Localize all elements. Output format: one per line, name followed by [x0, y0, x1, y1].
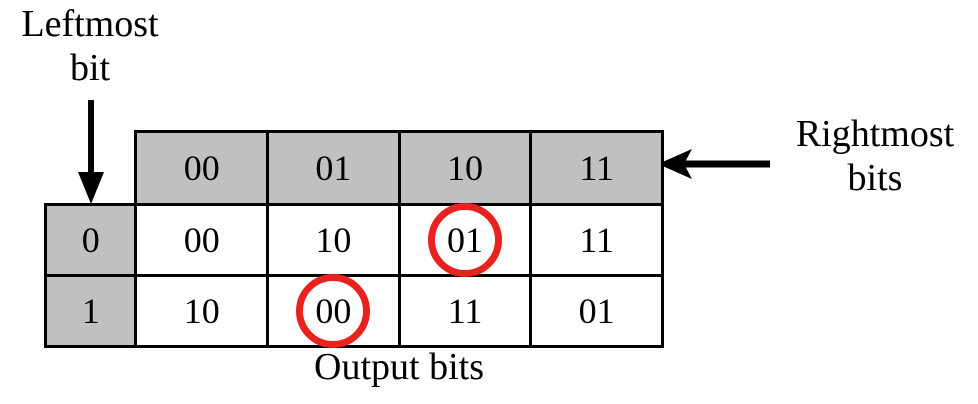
cell-content: 01 — [532, 277, 661, 345]
rightmost-bits-line2: bits — [847, 157, 903, 199]
cell-content: 10 — [137, 277, 266, 345]
sbox-grid: 00 01 10 11 0 00 10 — [43, 130, 664, 348]
arrow-left-icon — [658, 146, 770, 182]
column-header-2: 10 — [397, 130, 533, 206]
cell-r0-c3: 11 — [529, 203, 664, 277]
leftmost-bit-line2: bit — [69, 47, 111, 89]
cell-r1-c2: 11 — [397, 274, 533, 348]
row-header-0: 0 — [43, 203, 138, 277]
row-header-1: 1 — [43, 274, 138, 348]
cell-content: 11 — [532, 206, 661, 274]
cell-value: 10 — [183, 291, 220, 331]
leftmost-bit-annotation: Leftmost bit — [0, 2, 180, 90]
arrow-down-icon — [72, 100, 110, 204]
substitution-table: 00 01 10 11 0 00 10 — [43, 130, 664, 348]
cell-r0-c1: 10 — [266, 203, 401, 277]
column-header-3: 11 — [529, 130, 664, 206]
cell-value: 00 — [183, 220, 220, 260]
cell-r1-c3: 01 — [529, 274, 664, 348]
cell-value: 01 — [578, 291, 615, 331]
output-bits-caption: Output bits — [314, 346, 484, 388]
leftmost-bit-line1: Leftmost — [21, 3, 159, 45]
cell-content: 11 — [401, 277, 530, 345]
rightmost-bits-line1: Rightmost — [795, 113, 955, 155]
cell-r0-c2: 01 — [397, 203, 533, 277]
cell-r1-c0: 10 — [134, 274, 270, 348]
cell-content-highlighted: 00 — [269, 274, 398, 348]
cell-content: 10 — [269, 206, 398, 274]
column-header-0: 00 — [134, 130, 270, 206]
table-corner-cell — [46, 132, 136, 205]
cell-content-highlighted: 01 — [401, 203, 530, 277]
table-row: 1 10 00 11 — [43, 274, 664, 348]
cell-content: 00 — [137, 206, 266, 274]
cell-value: 10 — [315, 220, 352, 260]
rightmost-bits-annotation: Rightmost bits — [770, 112, 978, 200]
column-header-1: 01 — [266, 130, 401, 206]
cell-r0-c0: 00 — [134, 203, 270, 277]
cell-value: 00 — [315, 291, 352, 331]
cell-r1-c1: 00 — [266, 274, 401, 348]
cell-value: 11 — [447, 291, 483, 331]
cell-value: 01 — [447, 220, 484, 260]
cell-value: 11 — [579, 220, 614, 260]
table-row: 0 00 10 01 — [43, 203, 664, 277]
table-header-row: 00 01 10 11 — [46, 130, 664, 206]
